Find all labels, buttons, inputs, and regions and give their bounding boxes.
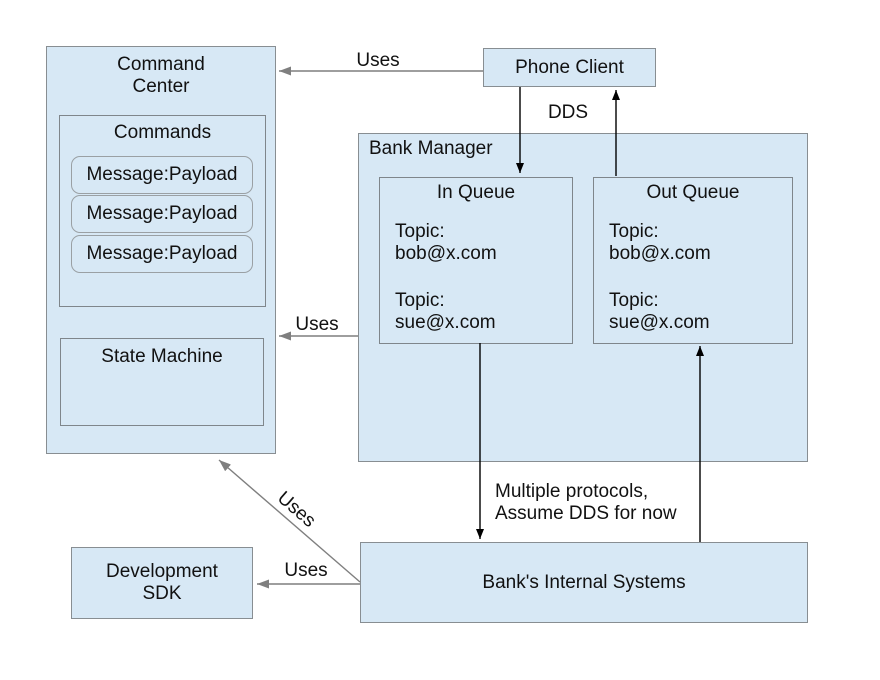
out-queue-title: Out Queue <box>646 182 740 203</box>
uses-label-sdk: Uses <box>284 560 328 581</box>
topic-value: sue@x.com <box>609 312 710 333</box>
out-queue-topic: Topic: bob@x.com <box>609 221 711 265</box>
message-payload-label: Message:Payload <box>86 203 238 224</box>
protocols-label-line1: Multiple protocols, <box>495 481 649 502</box>
uses-label-top: Uses <box>356 50 400 71</box>
in-queue-title: In Queue <box>436 182 516 203</box>
command-center-box: Command Center Commands Message:Payload … <box>46 46 276 454</box>
in-queue-topic: Topic: bob@x.com <box>395 221 497 265</box>
phone-client-box: Phone Client <box>483 48 656 87</box>
topic-label: Topic: <box>609 221 659 242</box>
message-payload-box: Message:Payload <box>71 235 253 273</box>
command-center-title-line1: Command <box>117 54 205 75</box>
development-sdk-title-line2: SDK <box>142 583 182 604</box>
topic-value: bob@x.com <box>609 243 711 264</box>
message-payload-box: Message:Payload <box>71 195 253 233</box>
out-queue-topic: Topic: sue@x.com <box>609 290 710 334</box>
protocols-label-line2: Assume DDS for now <box>495 503 677 524</box>
bank-internal-systems-box: Bank's Internal Systems <box>360 542 808 623</box>
in-queue-topic: Topic: sue@x.com <box>395 290 496 334</box>
uses-label-diagonal: Uses <box>273 487 320 532</box>
bank-manager-title: Bank Manager <box>369 138 493 159</box>
message-payload-label: Message:Payload <box>86 164 238 185</box>
phone-client-title: Phone Client <box>515 56 624 78</box>
development-sdk-title-line1: Development <box>106 561 218 582</box>
bank-internal-systems-title: Bank's Internal Systems <box>482 571 686 593</box>
message-payload-label: Message:Payload <box>86 243 238 264</box>
bank-manager-box: Bank Manager In Queue Topic: bob@x.com T… <box>358 133 808 462</box>
state-machine-box: State Machine <box>60 338 264 426</box>
command-center-title-line2: Center <box>132 76 190 97</box>
dds-label: DDS <box>547 102 589 123</box>
in-queue-box: In Queue Topic: bob@x.com Topic: sue@x.c… <box>379 177 573 344</box>
development-sdk-box: Development SDK <box>71 547 253 619</box>
topic-value: bob@x.com <box>395 243 497 264</box>
development-sdk-title: Development SDK <box>106 561 218 605</box>
state-machine-title: State Machine <box>101 346 223 367</box>
commands-title: Commands <box>113 122 212 143</box>
topic-label: Topic: <box>609 290 659 311</box>
message-payload-box: Message:Payload <box>71 156 253 194</box>
uses-label-mid: Uses <box>295 314 339 335</box>
protocols-label: Multiple protocols, Assume DDS for now <box>495 481 677 525</box>
topic-value: sue@x.com <box>395 312 496 333</box>
command-center-title: Command Center <box>47 54 275 98</box>
topic-label: Topic: <box>395 290 445 311</box>
topic-label: Topic: <box>395 221 445 242</box>
commands-box: Commands Message:Payload Message:Payload… <box>59 115 266 307</box>
out-queue-box: Out Queue Topic: bob@x.com Topic: sue@x.… <box>593 177 793 344</box>
